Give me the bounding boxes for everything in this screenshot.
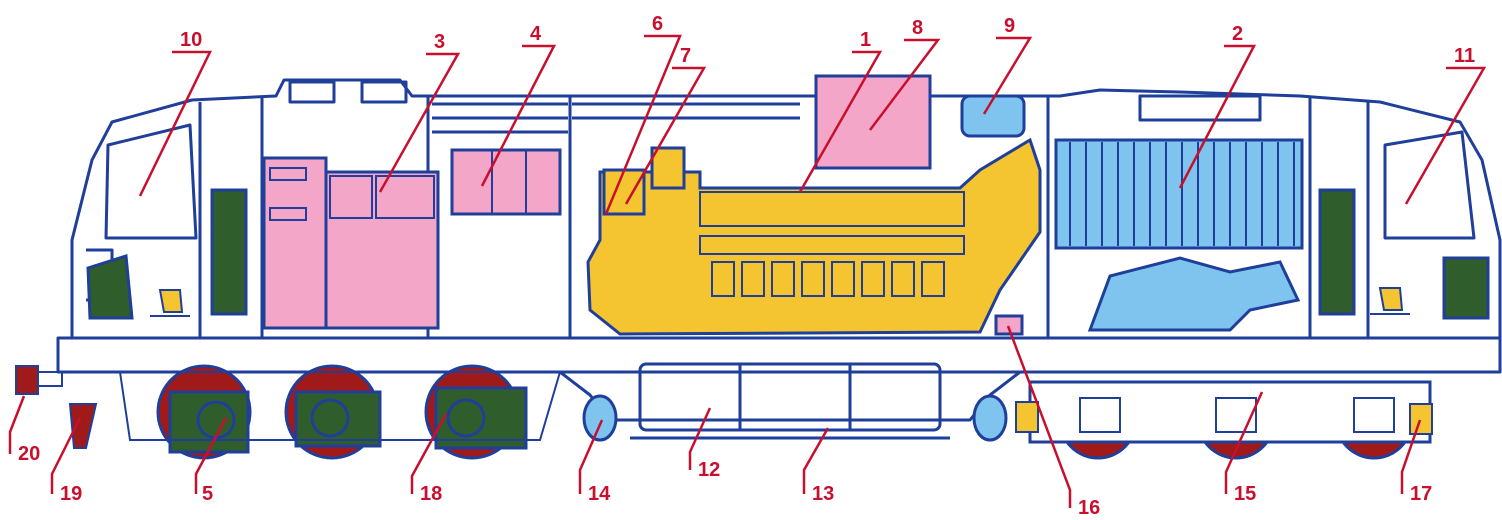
callout-label-6: 6 — [652, 13, 663, 35]
rear-sandbox-right — [1409, 403, 1433, 435]
callout-label-1: 1 — [860, 29, 871, 51]
front-bogie-wheel-3 — [424, 364, 528, 460]
expansion-tank — [960, 94, 1026, 138]
callout-label-15: 15 — [1234, 483, 1256, 505]
callout-label-12: 12 — [698, 459, 720, 481]
callout-label-17: 17 — [1410, 483, 1432, 505]
callout-label-3: 3 — [434, 31, 445, 53]
callout-leader-11 — [1404, 66, 1487, 205]
callout-label-2: 2 — [1232, 23, 1243, 45]
callout-leader-17 — [1400, 419, 1422, 494]
callout-leader-16 — [1006, 325, 1072, 508]
callout-leader-6 — [604, 34, 682, 215]
rear-bogie — [1015, 380, 1433, 460]
callout-leader-18 — [410, 413, 448, 494]
power-take-off-unit — [994, 314, 1024, 336]
rear-sandbox-left — [1015, 401, 1039, 433]
callout-leader-19 — [50, 417, 82, 494]
radiator-block — [1054, 138, 1304, 250]
traction-motor-blower — [1087, 256, 1301, 332]
radiator-fins — [1069, 142, 1295, 246]
main-air-reservoir-front — [582, 394, 618, 442]
front-coupler — [15, 365, 98, 449]
callout-leader-13 — [802, 427, 830, 494]
front-bogie-wheel-1 — [156, 364, 252, 460]
callout-label-14: 14 — [588, 483, 611, 505]
callout-label-10: 10 — [180, 29, 202, 51]
front-cab-control-stand — [86, 254, 134, 320]
callout-leader-20 — [8, 395, 26, 454]
electrical-equipment — [262, 74, 1024, 336]
driver-seats — [150, 287, 1410, 317]
callout-leader-10 — [138, 50, 212, 197]
callout-label-19: 19 — [60, 483, 82, 505]
front-driver-seat — [150, 289, 190, 317]
fuel-tank — [630, 362, 950, 440]
callout-leader-15 — [1224, 391, 1264, 494]
callout-leader-9 — [982, 36, 1033, 115]
front-cab-door — [210, 188, 248, 316]
rear-cab-control-stand — [1442, 256, 1490, 320]
rear-cab-door — [1318, 188, 1356, 316]
front-bogie — [118, 364, 562, 460]
main-air-reservoir-rear — [972, 394, 1008, 442]
front-bogie-wheel-2 — [284, 364, 382, 460]
callout-label-11: 11 — [1454, 45, 1475, 67]
callout-label-20: 20 — [18, 443, 40, 465]
callout-label-18: 18 — [420, 483, 442, 505]
rear-driver-seat — [1370, 287, 1410, 315]
callout-leader-5 — [194, 417, 228, 494]
front-plough — [68, 403, 98, 449]
auxiliary-electric-cabinet — [450, 148, 562, 216]
callout-label-16: 16 — [1078, 497, 1100, 519]
electrical-cabinet-detail — [269, 150, 527, 221]
callout-leaders — [8, 34, 1487, 508]
callout-leader-12 — [688, 407, 712, 470]
callout-leader-2 — [1178, 44, 1257, 189]
callout-leader-4 — [480, 44, 557, 187]
front-buffer — [15, 365, 39, 395]
callout-label-4: 4 — [530, 23, 542, 45]
air-intake — [650, 146, 686, 190]
callout-label-13: 13 — [812, 483, 834, 505]
callout-label-5: 5 — [202, 483, 213, 505]
callout-leader-14 — [578, 419, 604, 494]
callout-label-9: 9 — [1004, 15, 1015, 37]
cab-doors — [86, 188, 1490, 320]
excitation-unit — [814, 74, 932, 170]
callout-label-8: 8 — [912, 17, 923, 39]
high-voltage-chamber — [324, 170, 440, 330]
callout-leader-1 — [798, 50, 883, 193]
engine-cylinder-detail — [699, 191, 965, 297]
callout-leader-7 — [624, 66, 707, 205]
callout-leader-3 — [378, 52, 461, 193]
callout-label-7: 7 — [680, 45, 691, 67]
callout-leader-8 — [869, 38, 941, 131]
control-cabinet — [262, 156, 328, 330]
